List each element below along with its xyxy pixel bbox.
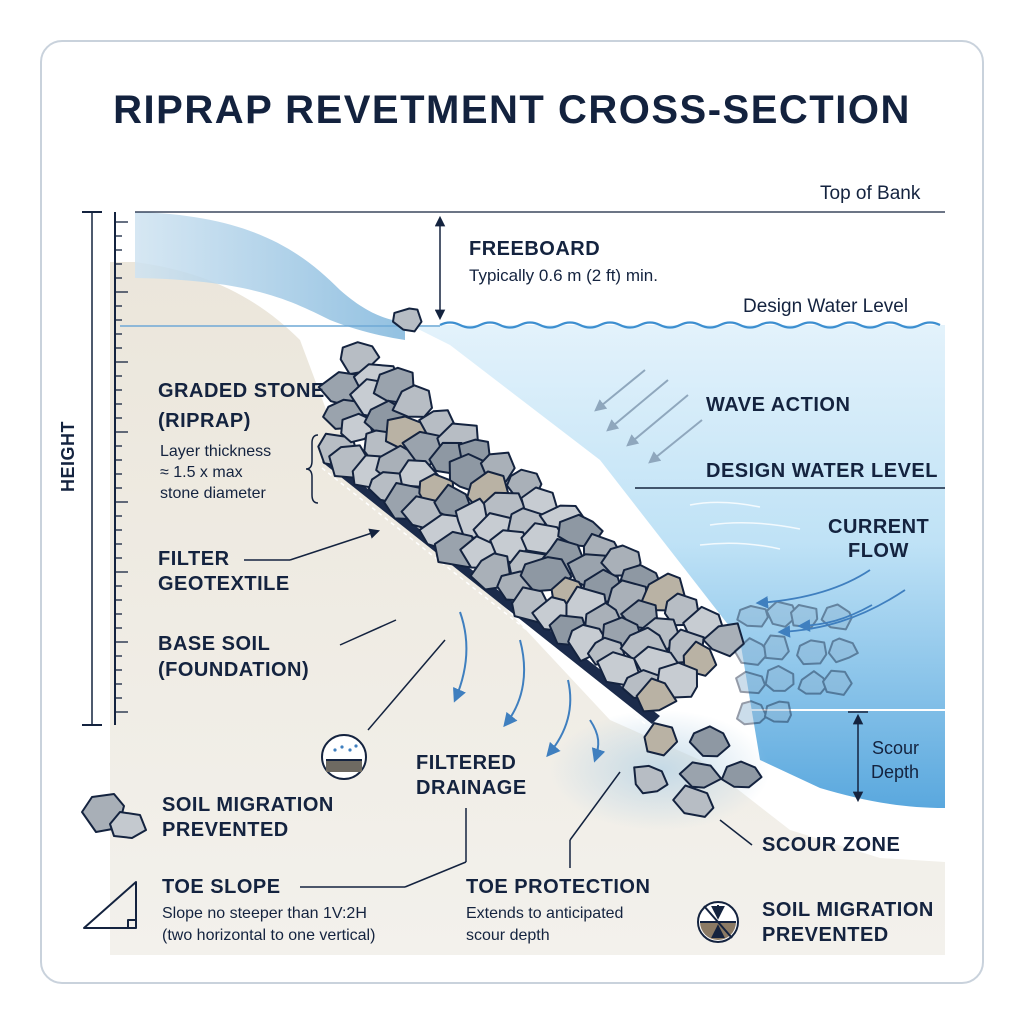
riprap-stone — [635, 677, 678, 713]
filtered-drainage-line-1: FILTERED — [416, 752, 517, 774]
riprap-stone — [702, 622, 745, 658]
toe-slope-note-line-2: (two horizontal to one vertical) — [162, 927, 376, 944]
toe-protection-stones — [633, 722, 763, 818]
filter-geotextile-dashes — [321, 467, 649, 727]
submerged-stone — [827, 637, 859, 664]
soil-migration-right-line-1: SOIL MIGRATION — [762, 899, 934, 921]
design-water-level-top-label: Design Water Level — [743, 296, 909, 317]
soil-migration-right-line-2: PREVENTED — [762, 924, 889, 946]
toe-slope-note-line-1: Slope no steeper than 1V:2H — [162, 905, 367, 922]
freeboard-label: FREEBOARD — [469, 238, 601, 260]
slope-triangle-icon — [83, 881, 137, 929]
base-soil-label-line-2: (FOUNDATION) — [158, 659, 310, 681]
riprap-label: (RIPRAP) — [158, 410, 251, 432]
submerged-stone — [790, 604, 819, 629]
water-body — [410, 325, 945, 808]
layer-thickness-line-3: stone diameter — [160, 485, 266, 502]
scour-zone-label: SCOUR ZONE — [762, 834, 901, 856]
scour-depth-line-2: Depth — [871, 762, 920, 782]
base-soil-region — [110, 262, 945, 955]
stone-icon — [81, 793, 147, 839]
height-dimension — [82, 211, 128, 726]
filtered-drainage-line-2: DRAINAGE — [416, 777, 527, 799]
current-ripples — [689, 501, 801, 550]
soil-migration-left-line-2: PREVENTED — [162, 819, 289, 841]
scour-depth-line-1: Scour — [872, 738, 920, 758]
toe-stone — [678, 761, 723, 789]
graded-stone-label: GRADED STONE — [158, 380, 325, 402]
current-label-line-1: CURRENT — [828, 516, 930, 538]
design-water-level-wave — [439, 321, 941, 329]
wave-action-arrows — [594, 369, 703, 464]
filter-geotextile — [322, 458, 660, 724]
soil-migration-icon — [697, 901, 739, 943]
submerged-stone — [735, 670, 766, 695]
filtered-drainage-arrows — [453, 611, 606, 763]
riprap-stone — [391, 384, 433, 418]
toe-stone — [643, 722, 679, 757]
diagram-title: RIPRAP REVETMENT CROSS-SECTION — [113, 88, 911, 132]
submerged-stone — [733, 637, 770, 666]
submerged-stone — [736, 605, 769, 628]
toe-protection-note-line-1: Extends to anticipated — [466, 905, 624, 922]
top-of-bank-label: Top of Bank — [820, 183, 921, 204]
submerged-stones — [733, 600, 859, 726]
submerged-stone — [796, 639, 828, 666]
submerged-stone — [736, 700, 768, 726]
toe-stone — [688, 725, 731, 758]
soil-sample-icon — [321, 734, 367, 780]
submerged-stone — [763, 634, 790, 661]
leader-lines — [244, 528, 753, 888]
layer-thickness-line-1: Layer thickness — [160, 443, 272, 460]
toe-protection-note-line-2: scour depth — [466, 927, 550, 944]
soil-migration-left-line-1: SOIL MIGRATION — [162, 794, 334, 816]
bank-water-band — [135, 212, 405, 340]
freeboard-note: Typically 0.6 m (2 ft) min. — [469, 266, 658, 285]
base-soil-label-line-1: BASE SOIL — [158, 633, 271, 655]
filter-label-line-2: GEOTEXTILE — [158, 573, 290, 595]
submerged-stone — [764, 665, 795, 692]
layer-thickness-line-2: ≈ 1.5 x max — [160, 464, 243, 481]
toe-stone — [720, 760, 763, 789]
submerged-stone — [822, 669, 853, 696]
current-flow-arrows — [755, 569, 906, 638]
riprap-stone-layer — [317, 307, 745, 713]
toe-slope-label: TOE SLOPE — [162, 876, 281, 898]
height-label: HEIGHT — [58, 414, 79, 498]
riprap-stone — [392, 307, 423, 333]
filter-label-line-1: FILTER — [158, 548, 230, 570]
current-label-line-2: FLOW — [848, 540, 909, 562]
toe-protection-label: TOE PROTECTION — [466, 876, 651, 898]
submerged-stone — [797, 670, 828, 695]
layer-thickness-bracket — [305, 434, 319, 504]
design-water-level-label: DESIGN WATER LEVEL — [706, 460, 938, 482]
submerged-stone — [763, 700, 792, 723]
wave-action-label: WAVE ACTION — [706, 394, 851, 416]
toe-stone — [672, 784, 715, 818]
toe-stone — [633, 764, 669, 795]
